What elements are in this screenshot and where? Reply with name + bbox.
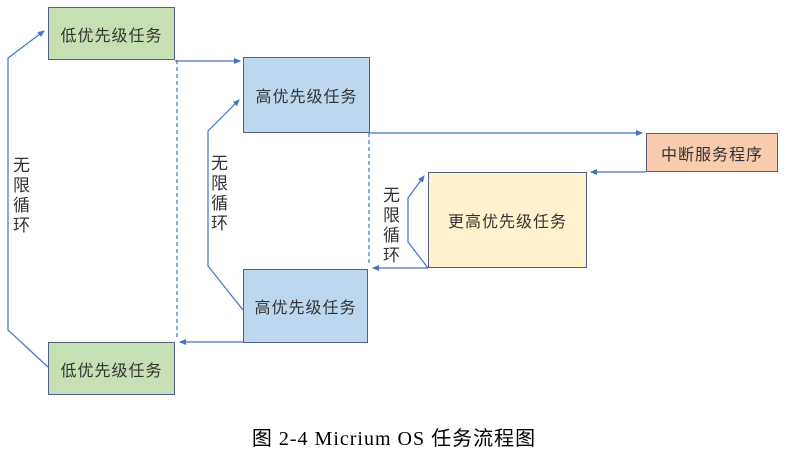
box-interrupt-service-routine-label: 中断服务程序 [660, 146, 763, 164]
box-low-priority-task-top-label: 低优先级任务 [60, 27, 163, 45]
arrow-middle-infinite-loop [207, 99, 244, 311]
box-high-priority-task-bottom-label: 高优先级任务 [254, 300, 357, 317]
box-low-priority-task-bottom: 低优先级任务 [48, 342, 175, 395]
arrow-left-infinite-loop [7, 30, 49, 368]
box-low-priority-task-bottom-label: 低优先级任务 [60, 362, 163, 380]
box-higher-priority-task: 更高优先级任务 [428, 172, 587, 268]
arrow-right-infinite-loop [407, 175, 429, 269]
infinite-loop-label-right: 无限循环 [380, 186, 399, 266]
figure-caption: 图 2-4 Micrium OS 任务流程图 [251, 428, 537, 450]
box-high-priority-task-top: 高优先级任务 [243, 57, 370, 133]
box-high-priority-task-bottom: 高优先级任务 [243, 269, 368, 343]
box-interrupt-service-routine: 中断服务程序 [646, 133, 778, 172]
infinite-loop-label-left: 无限循环 [10, 156, 29, 236]
box-higher-priority-task-label: 更高优先级任务 [447, 214, 567, 231]
box-high-priority-task-top-label: 高优先级任务 [255, 89, 358, 106]
infinite-loop-label-middle: 无限循环 [208, 154, 227, 234]
box-low-priority-task-top: 低优先级任务 [48, 7, 175, 60]
